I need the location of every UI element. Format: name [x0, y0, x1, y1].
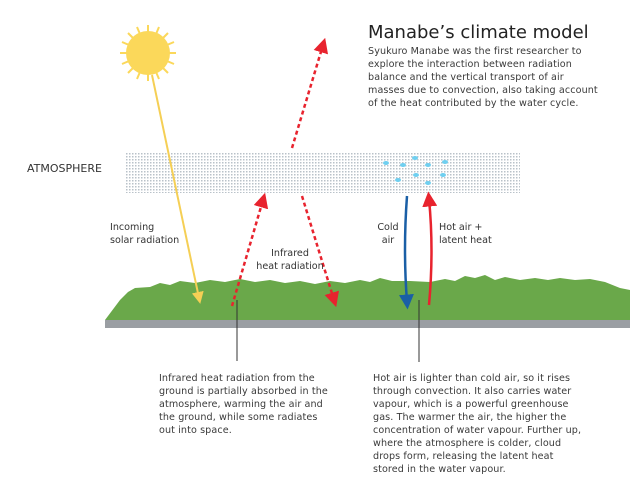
incoming-solar-label: Incoming solar radiation [110, 221, 179, 247]
intro-line: Syukuro Manabe was the first researcher … [368, 46, 582, 57]
caption-line: Hot air is lighter than cold air, so it … [373, 373, 571, 384]
caption-line: concentration of water vapour. Further u… [373, 425, 582, 436]
caption-line: ground is partially absorbed in the [159, 386, 328, 397]
right-caption: Hot air is lighter than cold air, so it … [373, 372, 581, 476]
water-droplets [383, 156, 448, 185]
caption-line: the ground, while some radiates [159, 412, 318, 423]
caption-line: vapour, which is a powerful greenhouse [373, 399, 569, 410]
atmosphere-label: ATMOSPHERE [27, 162, 102, 175]
label-line: Cold [377, 222, 399, 233]
caption-line: out into space. [159, 425, 232, 436]
label-line: Infrared [271, 248, 309, 259]
infrared-label: Infrared heat radiation [250, 247, 330, 273]
label-line: heat radiation [256, 261, 324, 272]
infrared-up-arrow [230, 192, 269, 307]
caption-line: stored in the water vapour. [373, 464, 506, 475]
infrared-space-arrow [290, 37, 329, 149]
sun-icon [120, 25, 176, 81]
ground-base [105, 320, 630, 328]
caption-line: where the atmosphere is colder, cloud [373, 438, 562, 449]
intro-line: masses due to convection, also taking ac… [368, 85, 598, 96]
intro-text: Syukuro Manabe was the first researcher … [368, 45, 598, 110]
cold-air-arrow [398, 195, 414, 310]
caption-line: through convection. It also carries wate… [373, 386, 572, 397]
cold-air-label: Cold air [370, 221, 406, 247]
caption-line: drops form, releasing the latent heat [373, 451, 554, 462]
ground-vegetation [105, 275, 630, 320]
label-line: air [381, 235, 395, 246]
intro-line: balance and the vertical transport of ai… [368, 72, 564, 83]
left-caption: Infrared heat radiation from the ground … [159, 372, 328, 437]
intro-line: of the heat contributed by the water cyc… [368, 98, 579, 109]
label-line: latent heat [439, 235, 492, 246]
hot-air-label: Hot air + latent heat [439, 221, 492, 247]
caption-line: Infrared heat radiation from the [159, 373, 315, 384]
caption-line: gas. The warmer the air, the higher the [373, 412, 567, 423]
label-line: Incoming [110, 222, 155, 233]
atmosphere-band [125, 152, 520, 193]
label-line: Hot air + [439, 222, 483, 233]
page-title: Manabe’s climate model [368, 22, 589, 43]
caption-line: atmosphere, warming the air and [159, 399, 323, 410]
hot-air-arrow [422, 191, 438, 306]
intro-line: explore the interaction between radiatio… [368, 59, 572, 70]
label-line: solar radiation [110, 235, 180, 246]
solar-radiation-arrow [151, 74, 204, 304]
